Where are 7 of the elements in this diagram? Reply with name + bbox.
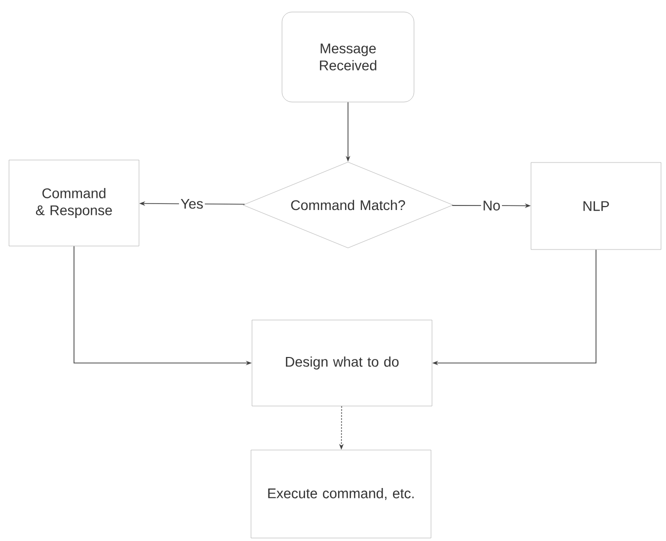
process-box: Execute command, etc. (250, 450, 432, 538)
edge-label: Yes (179, 197, 205, 210)
start-box: Message Received (282, 12, 414, 102)
process-box: Design what to do (252, 320, 432, 406)
edge-label: No (481, 199, 502, 212)
process-box: NLP (530, 162, 662, 250)
process-box: Command & Response (8, 160, 140, 246)
